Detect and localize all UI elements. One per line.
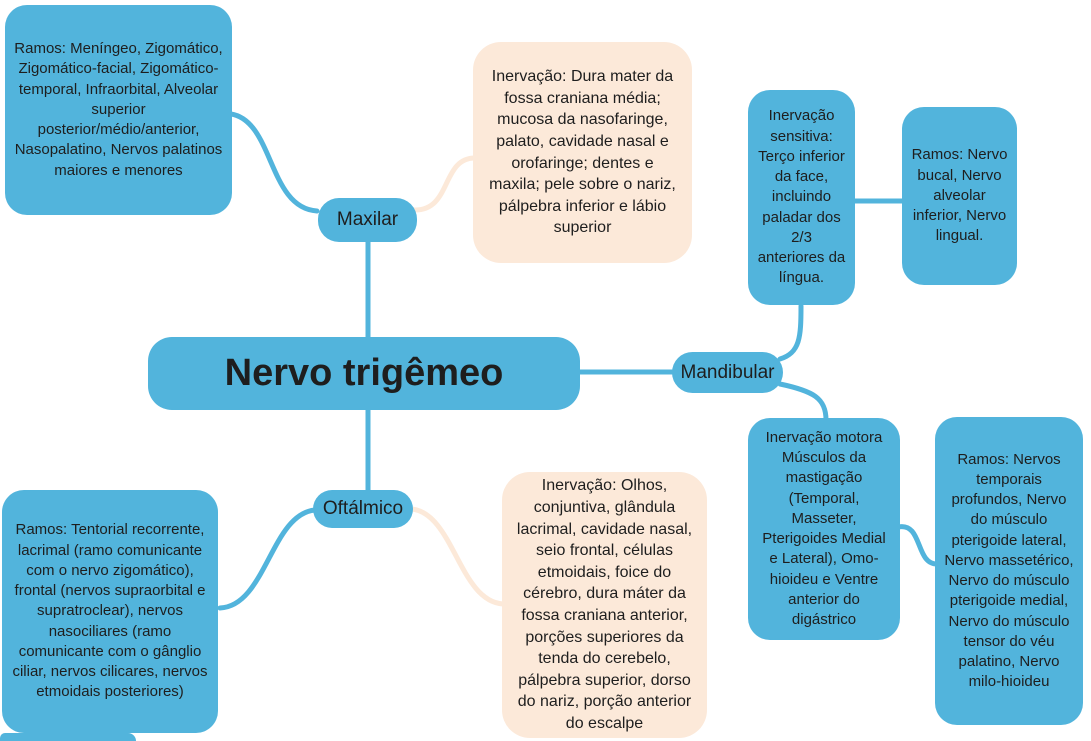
cutoff-node-bottom-left[interactable] [0,733,136,741]
node-oftalmico[interactable]: Oftálmico [313,490,413,528]
connector-maxilar-ramos [228,111,320,214]
connector-oftalmico-inervacao [409,506,506,607]
connector-maxilar-inervacao [411,155,478,213]
connector-mandibular-motora [777,381,829,423]
node-maxilar[interactable]: Maxilar [318,198,417,242]
connector-mandibular-sensitiva [777,303,804,362]
connector-oftalmico-ramos [217,507,318,611]
box-maxilar-inervacao[interactable]: Inervação: Dura mater da fossa craniana … [473,42,692,263]
box-oftalmico-inervacao[interactable]: Inervação: Olhos, conjuntiva, glândula l… [502,472,707,738]
box-mandibular-inervacao-motora[interactable]: Inervação motora Músculos da mastigação … [748,418,900,640]
box-mandibular-ramos-detalhados[interactable]: Ramos: Nervos temporais profundos, Nervo… [935,417,1083,725]
box-oftalmico-ramos[interactable]: Ramos: Tentorial recorrente, lacrimal (r… [2,490,218,733]
node-central-nervo-trigemeo[interactable]: Nervo trigêmeo [148,337,580,410]
box-mandibular-ramos[interactable]: Ramos: Nervo bucal, Nervo alveolar infer… [902,107,1017,285]
node-mandibular[interactable]: Mandibular [672,352,783,393]
box-mandibular-inervacao-sensitiva[interactable]: Inervação sensitiva: Terço inferior da f… [748,90,855,305]
box-maxilar-ramos[interactable]: Ramos: Meníngeo, Zigomático, Zigomático-… [5,5,232,215]
connector-motora-ramos [895,524,940,567]
